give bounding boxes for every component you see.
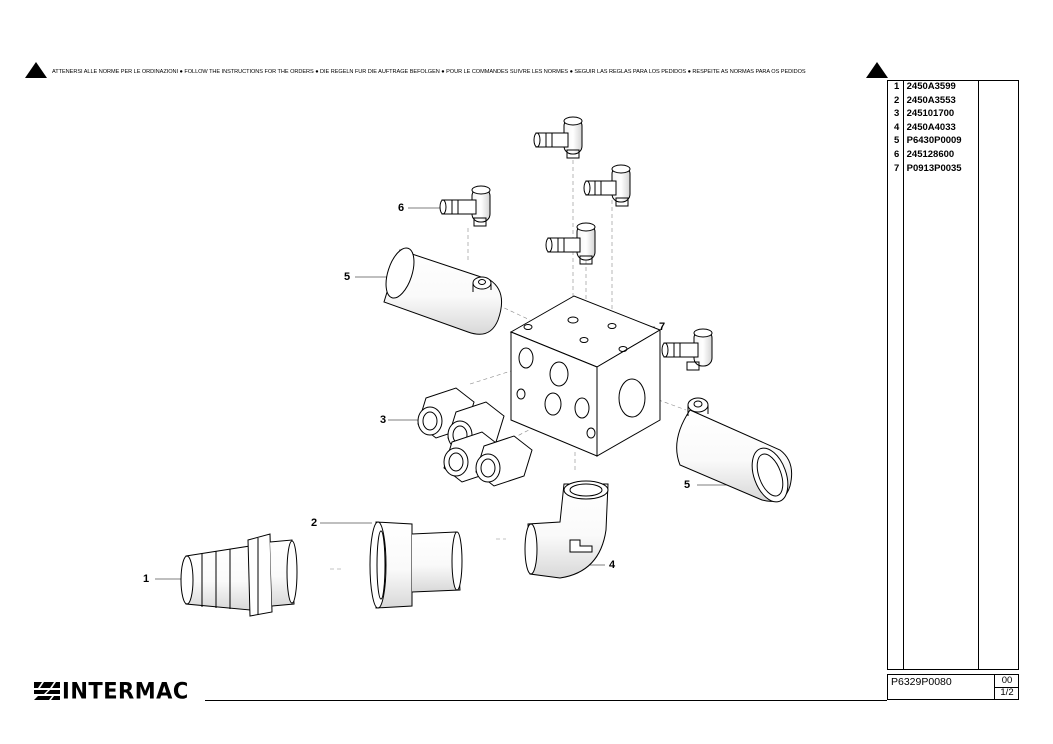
parts-list-item: 4 2450A4033 — [894, 121, 956, 133]
callout-1: 1 — [143, 573, 150, 585]
hex-fitting-d — [475, 435, 533, 487]
parts-list-item: 2 2450A3553 — [894, 94, 956, 106]
title-block: P6329P0080 00 1/2 — [887, 674, 1019, 700]
parts-list-item: 7 P0913P0035 — [894, 162, 962, 174]
revision-number: 00 — [1001, 675, 1013, 686]
title-block-divider — [994, 687, 1018, 688]
callout-2: 2 — [311, 517, 318, 529]
solenoid-coil-upper — [383, 247, 503, 335]
parts-list-item: 1 2450A3599 — [894, 81, 956, 92]
parts-table — [887, 80, 1019, 670]
logo-stripes-icon — [34, 682, 60, 700]
hose-barb-fitting — [180, 533, 298, 617]
elbow-fitting-mid — [583, 164, 631, 207]
elbow-fitting-low — [545, 222, 596, 265]
drawing-code: P6329P0080 — [891, 676, 952, 688]
warning-triangle-icon — [866, 62, 888, 78]
parts-list-item: 3 245101700 — [894, 108, 955, 120]
threaded-elbow — [524, 480, 609, 579]
parts-list-item: 5 P6430P0009 — [894, 135, 962, 147]
exploded-assembly-drawing — [155, 116, 793, 617]
logo-wordmark: INTERMAC — [62, 678, 189, 704]
parts-list: 1 2450A3599 2 2450A3553 3 245101700 4 24… — [894, 80, 962, 175]
manifold-block — [509, 295, 662, 457]
solenoid-coil-lower — [676, 397, 793, 503]
order-instructions-notice: ATTENERSI ALLE NORME PER LE ORDINAZIONI … — [52, 69, 806, 75]
callout-4: 4 — [609, 559, 616, 571]
callout-3: 3 — [380, 414, 387, 426]
callout-7: 7 — [659, 321, 666, 333]
parts-list-item: 6 245128600 — [894, 148, 955, 160]
elbow-fitting-right — [661, 328, 713, 371]
sheet-number: 1/2 — [1000, 687, 1014, 698]
table-divider — [978, 81, 979, 669]
elbow-fitting-6 — [439, 185, 491, 227]
intermac-logo: INTERMAC — [34, 678, 189, 704]
callout-6: 6 — [398, 202, 405, 214]
reducer-sleeve — [369, 521, 463, 609]
warning-triangle-icon — [25, 62, 47, 78]
table-divider — [903, 81, 904, 669]
elbow-fitting-top — [533, 116, 583, 159]
callout-5-upper: 5 — [344, 271, 351, 283]
footer-rule — [205, 700, 887, 701]
callout-5-lower: 5 — [684, 479, 691, 491]
